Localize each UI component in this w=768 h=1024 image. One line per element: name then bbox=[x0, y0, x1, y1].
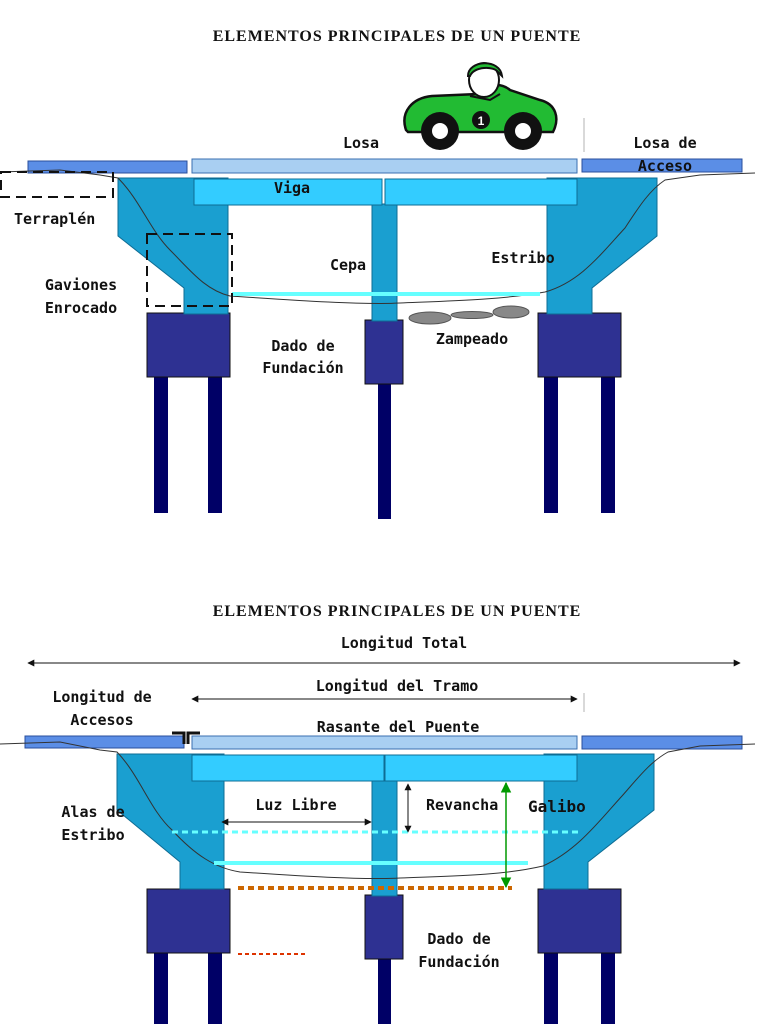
embankment-dashed-box bbox=[0, 171, 114, 198]
deck-slab bbox=[191, 735, 578, 750]
label-alas-line2: Estribo bbox=[61, 826, 124, 844]
footing-center bbox=[364, 894, 404, 960]
riprap-stone-1 bbox=[408, 311, 452, 325]
label-estribo: Estribo bbox=[491, 249, 554, 267]
beam-right bbox=[384, 178, 578, 206]
label-alas-line1: Alas de bbox=[61, 803, 124, 821]
approach-slab-right bbox=[581, 735, 743, 750]
footing-right bbox=[537, 312, 622, 378]
label-luz-libre: Luz Libre bbox=[255, 796, 336, 814]
label-losa-acceso-line2: Acceso bbox=[638, 157, 692, 175]
label-longitud-accesos-line1: Longitud de bbox=[52, 688, 151, 706]
label-terraplen: Terraplén bbox=[14, 210, 95, 228]
terrain-profile bbox=[0, 169, 756, 304]
footing-left bbox=[146, 312, 231, 378]
pile-right-1 bbox=[544, 950, 558, 1024]
label-revancha: Revancha bbox=[426, 796, 498, 814]
top-bridge-diagram: ELEMENTOS PRINCIPALES DE UN PUENTE bbox=[0, 28, 756, 519]
race-car-illustration: 1 bbox=[403, 62, 558, 150]
label-viga: Viga bbox=[274, 179, 310, 197]
pile-left-2 bbox=[208, 376, 222, 513]
top-diagram-title: ELEMENTOS PRINCIPALES DE UN PUENTE bbox=[213, 28, 582, 45]
riprap-stone-2 bbox=[450, 311, 494, 319]
label-rasante: Rasante del Puente bbox=[317, 718, 480, 736]
footing-left bbox=[146, 888, 231, 954]
beam-left bbox=[191, 754, 385, 782]
footing-center bbox=[364, 319, 404, 385]
pile-center bbox=[378, 384, 391, 519]
pile-left-2 bbox=[208, 950, 222, 1024]
label-cepa: Cepa bbox=[330, 256, 366, 274]
label-dado-line1: Dado de bbox=[427, 930, 490, 948]
deck-joint-detail bbox=[172, 731, 200, 744]
driver-helmet bbox=[466, 62, 504, 79]
label-longitud-accesos-line2: Accesos bbox=[70, 711, 133, 729]
riprap-stone-3 bbox=[492, 305, 530, 319]
pile-center bbox=[378, 958, 391, 1024]
label-dado-line2: Fundación bbox=[262, 359, 343, 377]
pile-right-2 bbox=[601, 950, 615, 1024]
pile-right-1 bbox=[544, 376, 558, 513]
footing-right bbox=[537, 888, 622, 954]
terrain-profile bbox=[0, 741, 756, 880]
car-hubcap-front bbox=[430, 121, 450, 141]
label-dado-line1: Dado de bbox=[271, 337, 334, 355]
bottom-bridge-diagram: ELEMENTOS PRINCIPALES DE UN PUENTE bbox=[0, 603, 756, 1024]
car-number: 1 bbox=[478, 114, 485, 128]
label-gaviones: Gaviones bbox=[45, 276, 117, 294]
pier bbox=[371, 203, 398, 322]
label-zampeado: Zampeado bbox=[436, 330, 508, 348]
bottom-diagram-title: ELEMENTOS PRINCIPALES DE UN PUENTE bbox=[213, 603, 582, 620]
beam-left bbox=[193, 178, 383, 206]
approach-slab-left bbox=[27, 160, 188, 174]
label-losa-acceso-line1: Losa de bbox=[633, 134, 696, 152]
abutment-right bbox=[546, 177, 658, 315]
label-losa: Losa bbox=[343, 134, 379, 152]
pile-right-2 bbox=[601, 376, 615, 513]
car-number-circle bbox=[472, 111, 490, 129]
label-galibo: Galibo bbox=[528, 797, 586, 816]
label-enrocado: Enrocado bbox=[45, 299, 117, 317]
pile-left-1 bbox=[154, 950, 168, 1024]
gabion-dashed-box bbox=[146, 233, 233, 307]
deck-slab bbox=[191, 158, 578, 174]
abutment-left bbox=[116, 753, 225, 890]
beam-right bbox=[384, 754, 578, 782]
label-longitud-total: Longitud Total bbox=[341, 634, 467, 652]
pile-left-1 bbox=[154, 376, 168, 513]
approach-slab-right bbox=[581, 158, 743, 173]
car-hubcap-rear bbox=[513, 121, 533, 141]
driver-arm bbox=[469, 93, 501, 102]
label-longitud-tramo: Longitud del Tramo bbox=[316, 677, 479, 695]
label-dado-line2: Fundación bbox=[418, 953, 499, 971]
